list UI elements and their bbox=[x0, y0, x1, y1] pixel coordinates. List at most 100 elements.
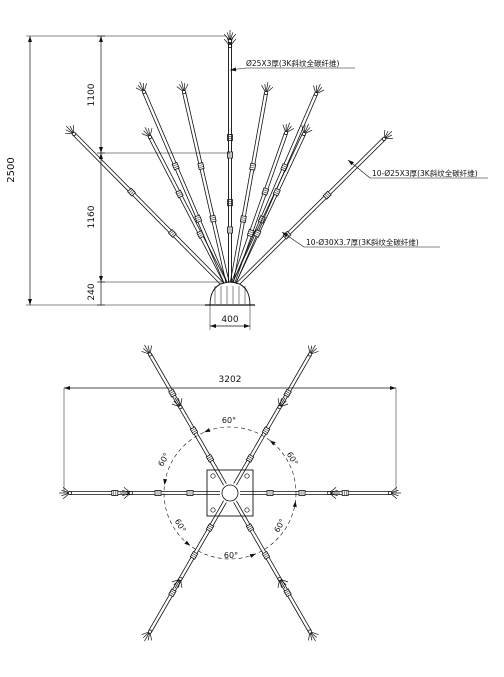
joint-mark bbox=[248, 231, 254, 234]
base-segment-dimension: 240 bbox=[87, 283, 97, 300]
joint-mark bbox=[324, 193, 329, 198]
joint-mark bbox=[210, 216, 216, 219]
arm-tip-prongs bbox=[141, 629, 152, 642]
arm-joint bbox=[205, 523, 215, 533]
tube-edge bbox=[232, 133, 288, 288]
angle-arrow bbox=[163, 478, 168, 486]
angle-label-lower-right: 60° bbox=[272, 517, 287, 534]
bolt-hole bbox=[244, 473, 250, 479]
tube-edge bbox=[233, 353, 309, 484]
joint-mark bbox=[198, 164, 204, 166]
arm-tube bbox=[70, 490, 220, 496]
tube-tip-prongs bbox=[382, 130, 393, 141]
prong-hub bbox=[148, 352, 152, 357]
joint-mark bbox=[207, 527, 212, 530]
joint-mark bbox=[282, 165, 288, 168]
dim-arrow bbox=[99, 153, 103, 159]
angle-label-bottom: 60° bbox=[224, 551, 238, 560]
prong-hub bbox=[178, 405, 183, 410]
joint-mark bbox=[285, 390, 291, 394]
tube-edge bbox=[233, 137, 384, 287]
joint-mark bbox=[171, 232, 176, 237]
center-mast bbox=[227, 39, 233, 288]
arm-joint bbox=[189, 426, 199, 436]
joint-mark bbox=[248, 527, 253, 530]
arm-joint bbox=[261, 426, 271, 436]
arm-joint bbox=[205, 453, 215, 463]
angle-label-upper-left: 60° bbox=[156, 451, 171, 468]
arm-joint bbox=[186, 490, 194, 496]
joint-mark bbox=[169, 592, 175, 596]
arm-joint bbox=[189, 550, 199, 560]
joint-mark bbox=[208, 525, 213, 529]
tube-tip-prongs bbox=[141, 127, 153, 139]
arm-tip-prongs bbox=[141, 344, 152, 357]
tube-joint bbox=[209, 214, 217, 223]
joint-mark bbox=[198, 234, 204, 237]
joint-mark bbox=[263, 189, 269, 192]
top-view bbox=[59, 344, 401, 642]
arm-joint bbox=[245, 453, 255, 463]
joint-mark bbox=[263, 553, 268, 556]
tube-tip-prongs bbox=[65, 125, 76, 136]
arm-mid-prongs bbox=[327, 486, 341, 500]
joint-mark bbox=[192, 553, 197, 556]
tube-edge bbox=[151, 136, 230, 287]
arm-joint bbox=[341, 490, 349, 496]
tube-joint bbox=[197, 162, 205, 171]
fan-tube bbox=[230, 133, 306, 288]
arm-joint bbox=[168, 388, 177, 398]
center-hub bbox=[221, 484, 239, 502]
joint-mark bbox=[273, 191, 279, 195]
fan-tube bbox=[233, 137, 386, 289]
prong-hub bbox=[148, 135, 152, 139]
fan-tube bbox=[227, 46, 233, 287]
joint-mark bbox=[207, 456, 212, 459]
tube-joint bbox=[227, 226, 233, 234]
joint-mark bbox=[247, 457, 252, 461]
fan-tube bbox=[229, 92, 268, 288]
joint-mark bbox=[170, 590, 176, 594]
tube-edge bbox=[182, 92, 228, 288]
mast-tip-prongs bbox=[223, 30, 237, 43]
tube-edge bbox=[236, 500, 312, 631]
prong-hub bbox=[72, 132, 76, 136]
dim-arrow bbox=[28, 36, 32, 42]
tube-joint bbox=[127, 187, 136, 197]
joint-mark bbox=[255, 231, 261, 234]
prong-hub bbox=[182, 90, 186, 94]
tube-edge bbox=[233, 502, 309, 633]
dim-arrow bbox=[99, 276, 103, 282]
prong-hub bbox=[302, 132, 306, 136]
dim-arrow bbox=[64, 386, 70, 390]
arm-joint bbox=[283, 388, 292, 398]
leader-arrow bbox=[282, 232, 289, 238]
prong-hub bbox=[228, 39, 232, 43]
joint-mark bbox=[176, 191, 182, 195]
joint-mark bbox=[177, 193, 183, 197]
arm-mid-prongs bbox=[277, 397, 289, 410]
upper-segment-dimension: 1100 bbox=[87, 83, 97, 106]
prong-hub bbox=[68, 491, 72, 495]
bolt-hole bbox=[244, 507, 250, 513]
arm-joint bbox=[283, 588, 292, 598]
arm-tip-prongs bbox=[308, 629, 319, 642]
bolt-hole bbox=[210, 507, 216, 513]
fan-tube bbox=[148, 136, 230, 288]
tube-edge bbox=[72, 134, 225, 289]
tube-edge bbox=[74, 132, 227, 287]
arm-joint bbox=[245, 523, 255, 533]
prong-hub bbox=[314, 92, 318, 96]
arm-tube bbox=[233, 353, 312, 486]
tube-edge bbox=[236, 355, 312, 486]
joint-mark bbox=[192, 430, 197, 433]
dim-arrow bbox=[99, 147, 103, 153]
prong-hub bbox=[308, 352, 312, 357]
prong-hub bbox=[327, 491, 332, 495]
tube-edge bbox=[235, 139, 386, 289]
tube-edge bbox=[229, 92, 265, 287]
joint-mark bbox=[169, 230, 174, 235]
tube-edge bbox=[185, 91, 231, 287]
joint-mark bbox=[285, 232, 290, 237]
upper-tubes-callout: 10-Ø25X3厚(3K斜纹全碳纤维) bbox=[372, 168, 478, 178]
